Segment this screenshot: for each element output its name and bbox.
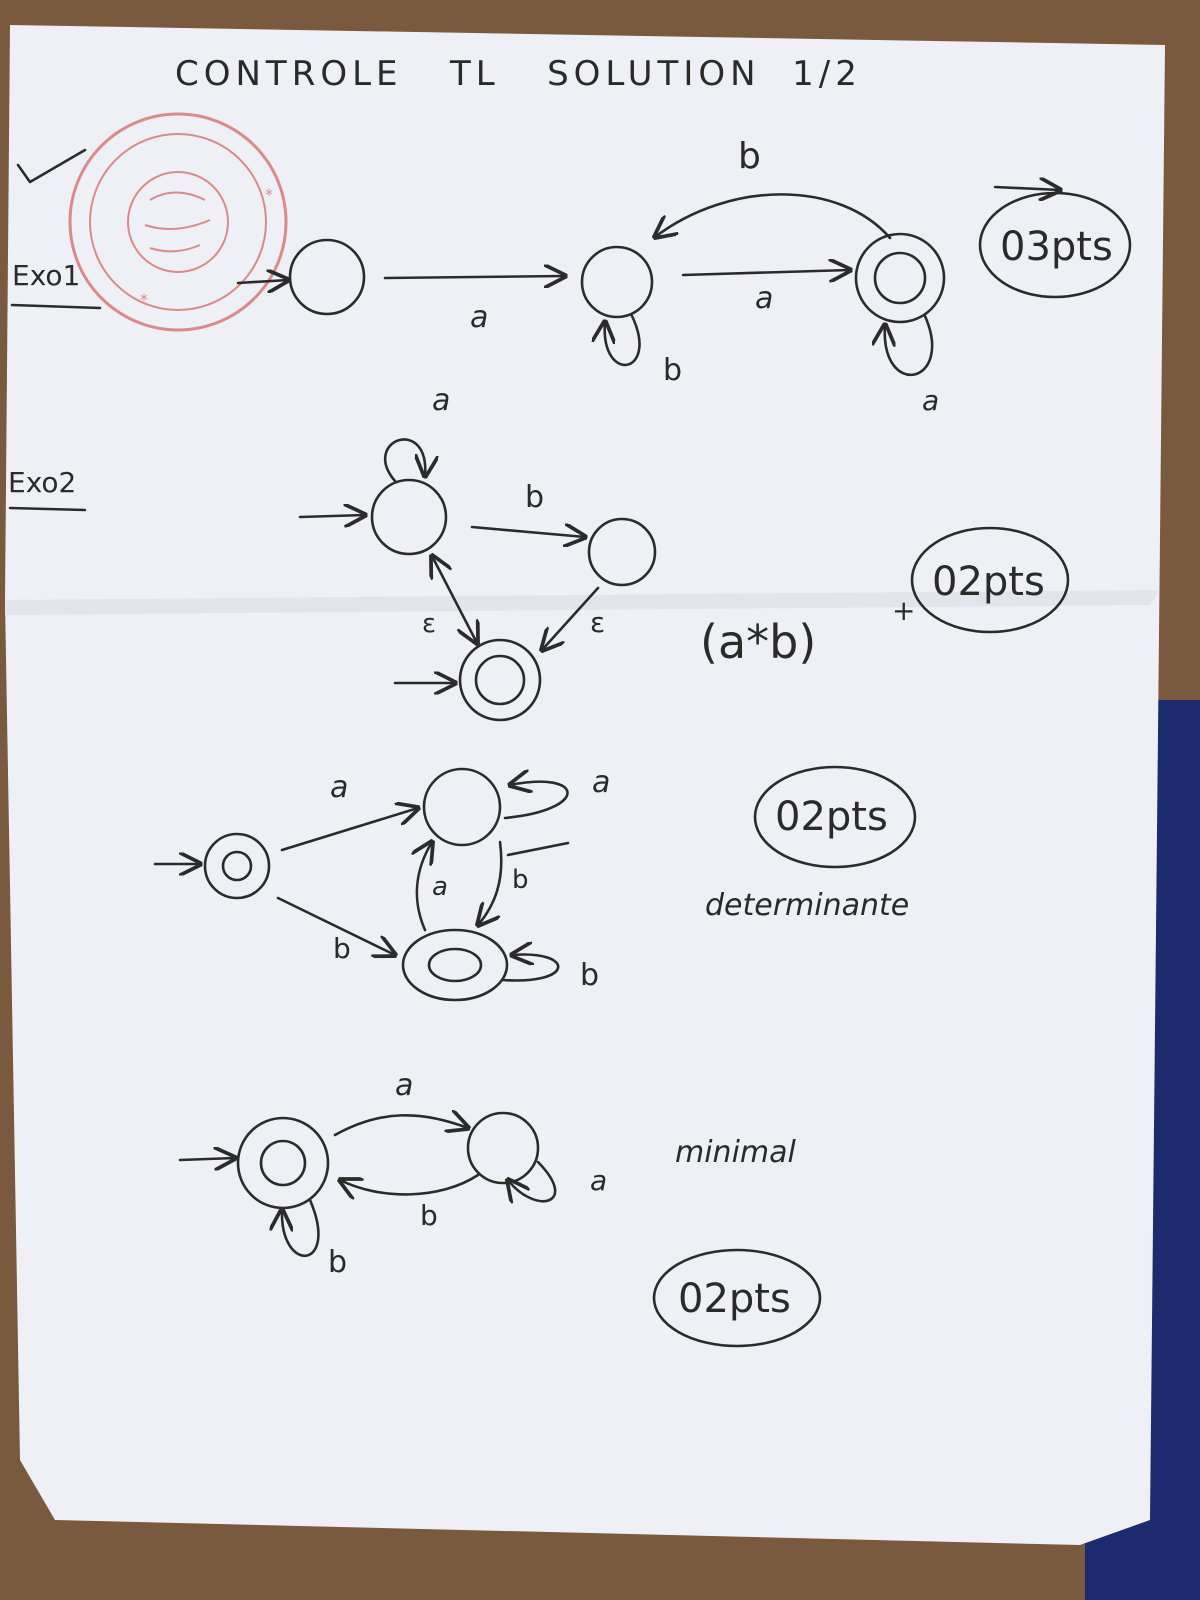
dfa-edge-start-bottom-label: b (333, 932, 351, 965)
exo1-state-1 (288, 238, 366, 316)
regex-score: 02pts (932, 559, 1045, 605)
dfa-edge-top-bottom (478, 840, 503, 925)
exo1-state-3-accepting (854, 232, 946, 324)
min-edge-1-2-label: a (395, 1068, 413, 1103)
min-score-circle (652, 1248, 822, 1348)
dfa-state-start-accepting (203, 832, 271, 900)
svg-text:*: * (140, 290, 148, 309)
min-loop-2-label: a (590, 1164, 607, 1197)
dfa-loop-bottom-label: b (580, 958, 599, 993)
exo1-loop-3 (885, 314, 934, 377)
min-loop-2 (508, 1160, 557, 1201)
exo1-loop-2 (605, 314, 641, 367)
paper-sheet (5, 25, 1165, 1545)
nfa-edge-2-3-label: ε (590, 606, 605, 639)
regex-score-circle (910, 526, 1070, 634)
nfa-edge-1-2-label: b (525, 480, 544, 515)
nfa-state-1 (370, 478, 448, 556)
min-loop-1-label: b (328, 1245, 347, 1280)
exo1-label: Exo1 (12, 259, 80, 292)
min-edge-2-1 (340, 1173, 480, 1194)
regex-exponent: + (892, 594, 915, 627)
nfa-loop-1 (383, 438, 425, 483)
exo2-dfa: a a b a b b 02pts determinante (153, 765, 917, 1002)
min-edge-1-2 (333, 1115, 468, 1137)
check-mark (16, 148, 87, 184)
department-stamp: * * (68, 112, 288, 332)
exo2-minimal-dfa: a b b a minimal 02pts (178, 1068, 822, 1348)
dfa-score: 02pts (775, 794, 888, 840)
min-loop-1 (282, 1198, 320, 1258)
nfa-state-3-accepting (458, 638, 542, 722)
regex-expression: (a*b) (700, 615, 816, 669)
page-title: CONTROLE TL SOLUTION 1/2 (175, 54, 862, 94)
exo2-label: Exo2 (8, 466, 76, 499)
dfa-edge-bottom-top-label: a (432, 872, 448, 902)
dfa-edge-start-bottom (276, 896, 395, 955)
nfa-edge-1-3-label: ε (422, 609, 436, 639)
dfa-edge-bottom-top (417, 842, 432, 932)
dfa-score-circle (753, 765, 917, 869)
exo2-nfa: a b ε ε (298, 383, 657, 722)
dfa-edge-start-top-label: a (330, 770, 348, 805)
exo1-loop-3-label: a (922, 384, 939, 417)
nfa-edge-2-3 (542, 586, 600, 650)
exo2-regex: (a*b) + 02pts (700, 526, 1070, 669)
dfa-loop-bottom (501, 955, 560, 982)
paper-shadow-fold (5, 590, 1160, 615)
exo1-loop-2-label: b (663, 353, 682, 388)
exo1-edge-3-2-label: b (738, 136, 761, 177)
nfa-loop-1-label: a (432, 383, 450, 418)
min-edge-2-1-label: b (420, 1199, 438, 1232)
exo1-edge-1-2-label: a (470, 300, 488, 335)
min-score: 02pts (678, 1276, 791, 1322)
dfa-edge-top-bottom-label: b (512, 865, 529, 895)
dfa-loop-top-label: a (592, 765, 610, 800)
exo1-score: 03pts (1000, 224, 1113, 270)
exo1-edge-1-2 (383, 276, 565, 278)
dfa-note: determinante (705, 888, 909, 923)
exo1-score-circle (978, 191, 1132, 299)
exo1-edge-3-2 (655, 193, 892, 238)
dfa-state-top (422, 767, 502, 847)
nfa-edge-1-3 (432, 556, 477, 643)
exo1-edge-2-3-label: a (755, 281, 773, 316)
dfa-loop-top (503, 782, 569, 820)
nfa-state-2 (587, 517, 657, 587)
min-note: minimal (675, 1135, 797, 1170)
dfa-edge-start-top (280, 808, 418, 852)
svg-text:*: * (265, 185, 273, 204)
exo1-state-2 (580, 245, 654, 319)
exo2-section: Exo2 a b ε ε (a*b) + 02pts (8, 383, 1070, 1348)
exo1-edge-2-3 (681, 270, 850, 275)
min-state-2 (466, 1111, 540, 1185)
nfa-edge-1-2 (470, 527, 585, 537)
dfa-state-bottom-accepting (401, 928, 509, 1002)
exo1-section: Exo1 a a b b a 03pts (10, 136, 1132, 417)
